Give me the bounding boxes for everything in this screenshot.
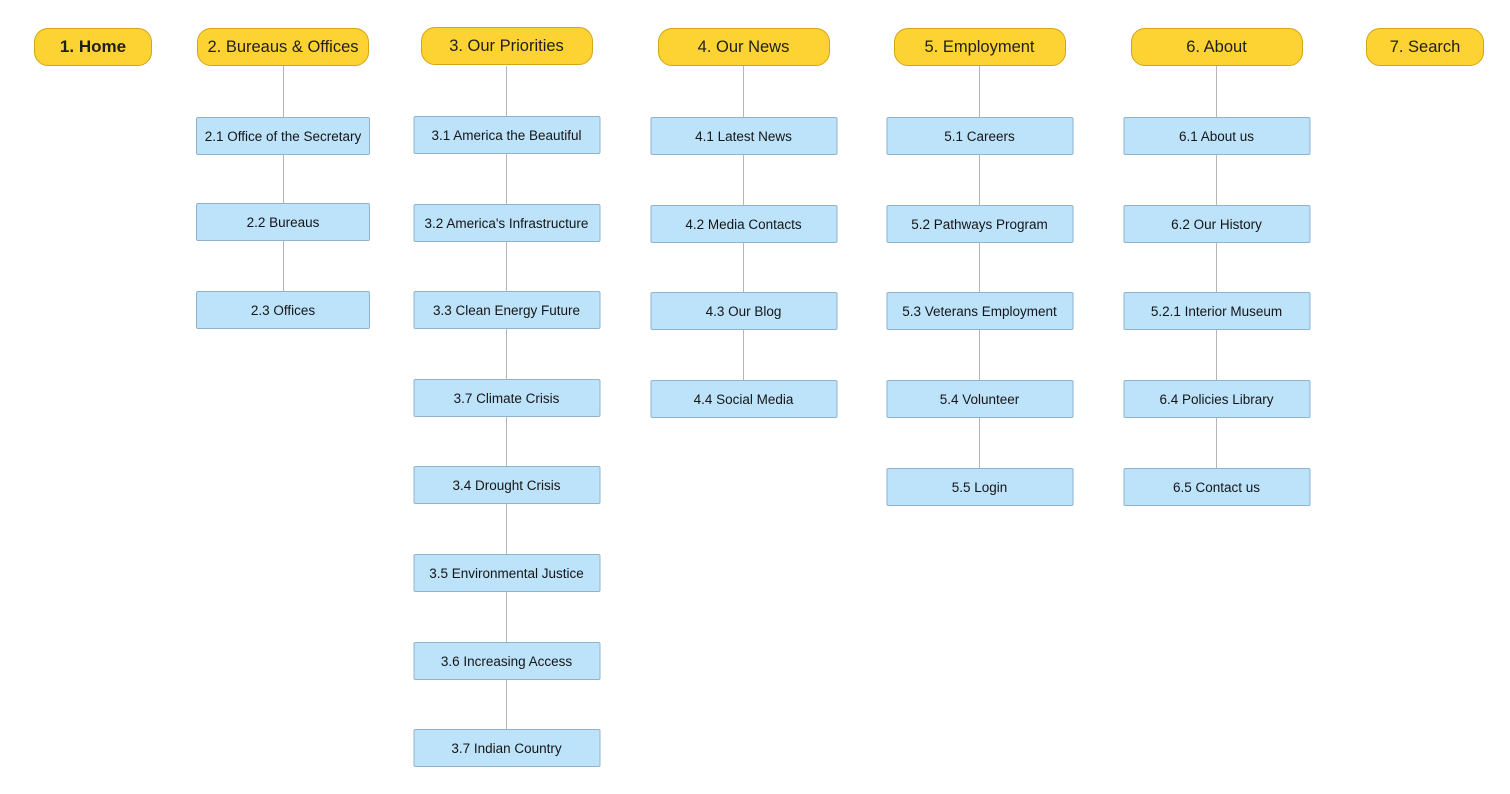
node-about[interactable]: 6. About [1130,28,1303,66]
node-social-media[interactable]: 4.4 Social Media [650,380,837,418]
node-drought-crisis[interactable]: 3.4 Drought Crisis [413,466,600,504]
node-veterans-employment[interactable]: 5.3 Veterans Employment [886,292,1073,330]
node-americas-infrastructure[interactable]: 3.2 America's Infrastructure [413,204,600,242]
node-about-us[interactable]: 6.1 About us [1123,117,1310,155]
node-our-history[interactable]: 6.2 Our History [1123,205,1310,243]
node-office-of-the-secretary[interactable]: 2.1 Office of the Secretary [196,117,370,155]
node-employment[interactable]: 5. Employment [893,28,1066,66]
node-our-blog[interactable]: 4.3 Our Blog [650,292,837,330]
connector-line [282,66,284,292]
connector-line [1216,66,1217,469]
sitemap-column-our-priorities: 3. Our Priorities 3.1 America the Beauti… [413,0,600,794]
node-contact-us[interactable]: 6.5 Contact us [1123,468,1310,506]
node-indian-country[interactable]: 3.7 Indian Country [413,729,600,767]
node-latest-news[interactable]: 4.1 Latest News [650,117,837,155]
node-clean-energy-future[interactable]: 3.3 Clean Energy Future [413,291,600,329]
node-pathways-program[interactable]: 5.2 Pathways Program [886,205,1073,243]
node-volunteer[interactable]: 5.4 Volunteer [886,380,1073,418]
node-interior-museum[interactable]: 5.2.1 Interior Museum [1123,292,1310,330]
sitemap-column-employment: 5. Employment 5.1 Careers 5.2 Pathways P… [886,0,1073,794]
node-our-news[interactable]: 4. Our News [657,28,830,66]
node-environmental-justice[interactable]: 3.5 Environmental Justice [413,554,600,592]
node-media-contacts[interactable]: 4.2 Media Contacts [650,205,837,243]
node-login[interactable]: 5.5 Login [886,468,1073,506]
node-policies-library[interactable]: 6.4 Policies Library [1123,380,1310,418]
node-america-the-beautiful[interactable]: 3.1 America the Beautiful [413,116,600,154]
sitemap-column-bureaus-offices: 2. Bureaus & Offices 2.1 Office of the S… [196,0,370,794]
node-careers[interactable]: 5.1 Careers [886,117,1073,155]
sitemap-column-about: 6. About 6.1 About us 6.2 Our History 5.… [1123,0,1310,794]
node-climate-crisis[interactable]: 3.7 Climate Crisis [413,379,600,417]
node-search[interactable]: 7. Search [1366,28,1484,66]
node-bureaus-offices[interactable]: 2. Bureaus & Offices [197,28,369,66]
connector-line [979,66,980,469]
node-home[interactable]: 1. Home [34,28,152,66]
node-bureaus[interactable]: 2.2 Bureaus [196,203,370,241]
sitemap-column-search: 7. Search [1366,0,1484,794]
sitemap-column-our-news: 4. Our News 4.1 Latest News 4.2 Media Co… [650,0,837,794]
node-our-priorities[interactable]: 3. Our Priorities [420,27,593,65]
node-offices[interactable]: 2.3 Offices [196,291,370,329]
node-increasing-access[interactable]: 3.6 Increasing Access [413,642,600,680]
sitemap-column-home: 1. Home [34,0,152,794]
